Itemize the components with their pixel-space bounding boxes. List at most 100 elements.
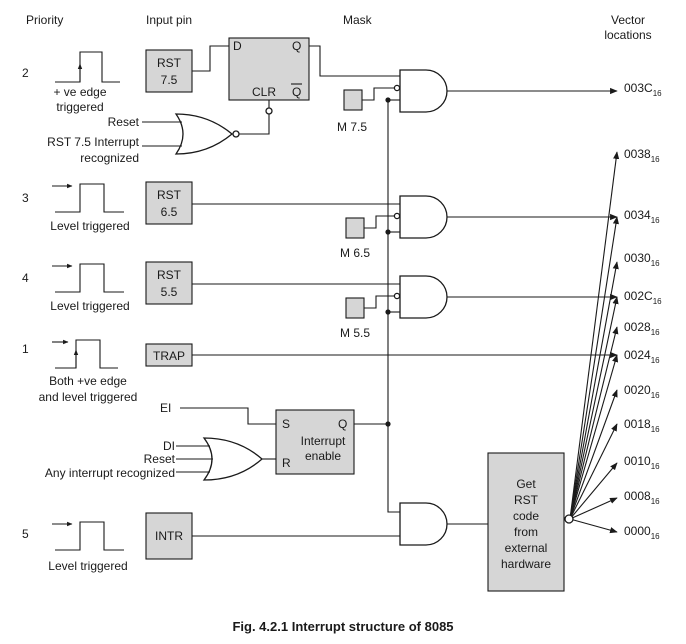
ff-q-label: Q [292, 39, 301, 53]
enable-ff-s-label: S [282, 417, 290, 431]
trigger-trap-line2: and level triggered [39, 390, 138, 404]
level-pulse-icon-rst55 [52, 263, 124, 293]
vector-label-0018: 001816 [624, 417, 660, 434]
clr-bubble [265, 107, 273, 115]
trap-pin-label: TRAP [153, 349, 185, 363]
mask-m75-label: M 7.5 [337, 120, 367, 134]
trigger-rst55: Level triggered [50, 299, 129, 313]
hardware-line6: hardware [501, 557, 551, 571]
rst75-to-ff-wire [192, 45, 229, 72]
ei-label: EI [160, 401, 171, 415]
svg-text:003C16: 003C16 [624, 81, 662, 98]
rst65-pin-label2: 6.5 [161, 205, 178, 219]
mask-m55-label: M 5.5 [340, 326, 370, 340]
mask-m55-bubble [393, 292, 401, 300]
clear-nor-gate [174, 113, 234, 155]
vector-label-0010: 001016 [624, 454, 660, 471]
svg-text:000816: 000816 [624, 489, 660, 506]
any-interrupt-label: Any interrupt recognized [45, 466, 175, 480]
svg-text:001816: 001816 [624, 417, 660, 434]
vector-label-003c: 003C16 [624, 81, 662, 98]
vector-label-002c: 002C16 [624, 289, 662, 306]
ff-q-to-and-wire [309, 45, 400, 77]
mask-m65-box [345, 217, 365, 239]
svg-text:003016: 003016 [624, 251, 660, 268]
trigger-trap-line1: Both +ve edge [49, 374, 127, 388]
vector-label-0008: 000816 [624, 489, 660, 506]
hardware-line4: from [514, 525, 538, 539]
mask-header: Mask [343, 13, 373, 27]
intr-pin-box [145, 512, 193, 560]
vector-label-0034: 003416 [624, 208, 660, 225]
rst65-pin-box [145, 181, 193, 225]
disable-or-gate [202, 437, 263, 481]
vector-label-0024: 002416 [624, 348, 660, 365]
external-hardware-box [487, 452, 565, 592]
svg-text:002816: 002816 [624, 320, 660, 337]
vector-label-0000: 000016 [624, 524, 660, 541]
rst55-pin-label1: RST [157, 268, 182, 282]
mask-m75-wire [362, 87, 395, 101]
hardware-line2: RST [514, 493, 539, 507]
priority-intr: 5 [22, 527, 29, 541]
priority-rst75: 2 [22, 66, 29, 80]
intr-pin-label: INTR [155, 529, 183, 543]
and-gate-rst75 [399, 69, 448, 113]
priority-header: Priority [26, 13, 63, 27]
mask-m75-bubble [393, 84, 401, 92]
enable-bus-wire [387, 100, 400, 513]
ff-qbar-label: Q [292, 85, 301, 99]
vector-label-0030: 003016 [624, 251, 660, 268]
di-label: DI [163, 439, 175, 453]
svg-text:001016: 001016 [624, 454, 660, 471]
ff-d-label: D [233, 39, 242, 53]
mask-m65-label: M 6.5 [340, 246, 370, 260]
nor-rst75-ack-label1: RST 7.5 Interrupt [47, 135, 139, 149]
hardware-line1: Get [516, 477, 536, 491]
mask-m55-box [345, 297, 365, 319]
nor-rst75-ack-label2: recognized [80, 151, 139, 165]
rst55-pin-box [145, 261, 193, 305]
input-pin-header: Input pin [146, 13, 192, 27]
svg-text:003416: 003416 [624, 208, 660, 225]
priority-rst65: 3 [22, 191, 29, 205]
vector-label-0028: 002816 [624, 320, 660, 337]
rst55-pin-label2: 5.5 [161, 285, 178, 299]
and-gate-rst55 [399, 275, 448, 319]
mask-m65-bubble [393, 212, 401, 220]
interrupt-enable-ff [275, 409, 355, 475]
mask-m55-wire [364, 295, 395, 309]
level-pulse-icon-rst65 [52, 183, 124, 213]
rst75-pin-box [145, 49, 193, 93]
svg-text:002016: 002016 [624, 383, 660, 400]
enable-ff-label2: enable [305, 449, 341, 463]
trigger-rst75-line1: + ve edge [53, 85, 106, 99]
vector-header-line1: Vector [611, 13, 645, 27]
vector-label-0020: 002016 [624, 383, 660, 400]
edge-and-level-pulse-icon [52, 339, 118, 369]
hardware-output-node [564, 514, 574, 524]
hardware-line3: code [513, 509, 539, 523]
rst75-pin-label1: RST [157, 56, 182, 70]
hardware-line5: external [505, 541, 548, 555]
rst65-pin-label1: RST [157, 188, 182, 202]
nor-reset-label: Reset [108, 115, 140, 129]
mask-m75-box [343, 89, 363, 111]
svg-text:003816: 003816 [624, 147, 660, 164]
rising-edge-pulse-icon [55, 51, 120, 83]
nor-to-clr-wire [239, 100, 270, 135]
vector-fan-arrows [569, 151, 620, 534]
svg-text:002416: 002416 [624, 348, 660, 365]
and-gate-intr [399, 502, 448, 546]
vector-header-line2: locations [604, 28, 651, 42]
enable-ff-label1: Interrupt [301, 434, 346, 448]
rst75-d-flipflop [228, 37, 310, 101]
trigger-rst65: Level triggered [50, 219, 129, 233]
enable-ff-r-label: R [282, 456, 291, 470]
or-reset-label: Reset [144, 452, 176, 466]
vector-label-0038: 003816 [624, 147, 660, 164]
svg-text:002C16: 002C16 [624, 289, 662, 306]
rst75-pin-label2: 7.5 [161, 73, 178, 87]
priority-trap: 1 [22, 342, 29, 356]
